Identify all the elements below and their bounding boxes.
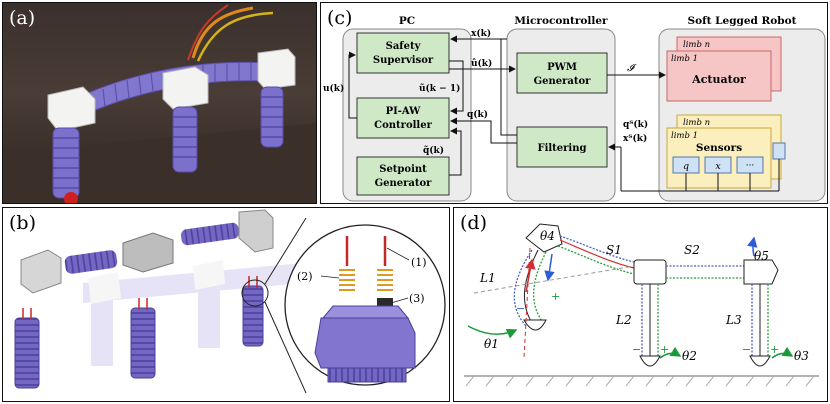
safety-supervisor-line1: Safety bbox=[386, 41, 422, 52]
label-theta2: θ2 bbox=[682, 349, 697, 363]
label-L1: L1 bbox=[479, 271, 496, 285]
setpoint-generator-line2: Generator bbox=[375, 178, 433, 189]
panel-a-photo: (a) bbox=[2, 2, 317, 204]
label-theta4: θ4 bbox=[540, 229, 555, 243]
sensor-q-label: q bbox=[683, 161, 689, 172]
pi-aw-controller-line2: Controller bbox=[374, 120, 432, 131]
signal-current-I: 𝓘 bbox=[627, 63, 637, 74]
actuator-limb-1-box bbox=[666, 50, 772, 102]
panel-tag-d: (d) bbox=[460, 212, 487, 234]
label-L3: L3 bbox=[725, 313, 742, 327]
sensors-limb-n-label: limb n bbox=[683, 118, 710, 128]
actuator-label: Actuator bbox=[691, 73, 746, 86]
panel-d-kinematic-schematic: θ4 θ5 θ1 θ2 θ3 L1 L2 L3 S1 S2 + − + − + … bbox=[453, 207, 828, 402]
signal-u-k: u(k) bbox=[323, 83, 344, 94]
label-S1: S1 bbox=[606, 243, 622, 257]
setpoint-generator-line1: Setpoint bbox=[379, 164, 427, 175]
minus-sign-leg3: − bbox=[742, 343, 751, 356]
label-theta5: θ5 bbox=[754, 249, 769, 263]
pwm-generator-line2: Generator bbox=[534, 76, 592, 87]
panel-tag-a: (a) bbox=[9, 7, 36, 29]
minus-sign-leg2: − bbox=[632, 343, 641, 356]
pi-aw-controller-block bbox=[356, 97, 450, 139]
label-theta3: θ3 bbox=[794, 349, 809, 363]
panel-tag-b: (b) bbox=[9, 212, 36, 234]
sensor-x-label: x bbox=[715, 161, 721, 172]
sensor-more-label: ··· bbox=[746, 161, 755, 171]
sensors-limb-1-label: limb 1 bbox=[671, 131, 698, 141]
filtering-label: Filtering bbox=[537, 143, 586, 154]
actuator-limb-n-label: limb n bbox=[683, 40, 710, 50]
pc-group-title: PC bbox=[399, 15, 415, 27]
label-L2: L2 bbox=[615, 313, 632, 327]
pwm-generator-block bbox=[516, 52, 608, 94]
callout-2-label: (2) bbox=[297, 270, 313, 283]
robot-photo bbox=[3, 4, 316, 203]
signal-q-k: q(k) bbox=[467, 109, 488, 120]
sensor-limb-n-box bbox=[772, 142, 786, 160]
label-S2: S2 bbox=[684, 243, 700, 257]
actuator-limb-1-label: limb 1 bbox=[671, 54, 698, 64]
callout-3-label: (3) bbox=[409, 292, 425, 305]
signal-u-tilde-prev: ũ(k − 1) bbox=[419, 83, 460, 94]
signal-qT-k: qᵀ(k) bbox=[623, 119, 648, 130]
signal-x-k: x(k) bbox=[471, 28, 491, 39]
filtering-block bbox=[516, 126, 608, 168]
pwm-generator-line1: PWM bbox=[547, 62, 577, 73]
signal-xT-k: xᵀ(k) bbox=[623, 133, 647, 144]
sensors-label: Sensors bbox=[696, 142, 742, 154]
microcontroller-group-title: Microcontroller bbox=[514, 15, 608, 27]
safety-supervisor-block bbox=[356, 32, 450, 74]
pi-aw-controller-line1: PI-AW bbox=[386, 106, 422, 117]
robot-group-title: Soft Legged Robot bbox=[688, 15, 797, 27]
kinematic-diagram: θ4 θ5 θ1 θ2 θ3 L1 L2 L3 S1 S2 + − + − + … bbox=[464, 223, 819, 387]
callout-1-label: (1) bbox=[411, 256, 427, 269]
plus-sign-leg1: + bbox=[551, 290, 560, 303]
label-theta1: θ1 bbox=[484, 337, 499, 351]
plus-sign-leg2: + bbox=[660, 343, 669, 356]
panel-c-block-diagram: PC Microcontroller Soft Legged Robot Saf… bbox=[320, 2, 828, 204]
plus-sign-leg3: + bbox=[770, 343, 779, 356]
exploded-cad-drawing: (1) (2) (3) bbox=[14, 209, 446, 394]
minus-sign-leg1: − bbox=[516, 302, 525, 315]
control-block-diagram: PC Microcontroller Soft Legged Robot Saf… bbox=[323, 15, 826, 202]
setpoint-generator-block bbox=[356, 156, 450, 196]
signal-u-hat-k: û(k) bbox=[471, 58, 492, 69]
panel-tag-c: (c) bbox=[327, 7, 353, 29]
safety-supervisor-line2: Supervisor bbox=[373, 55, 434, 66]
signal-q-tilde-k: q̃(k) bbox=[423, 145, 444, 156]
panel-b-exploded-view: (1) (2) (3) (b) bbox=[2, 207, 450, 402]
